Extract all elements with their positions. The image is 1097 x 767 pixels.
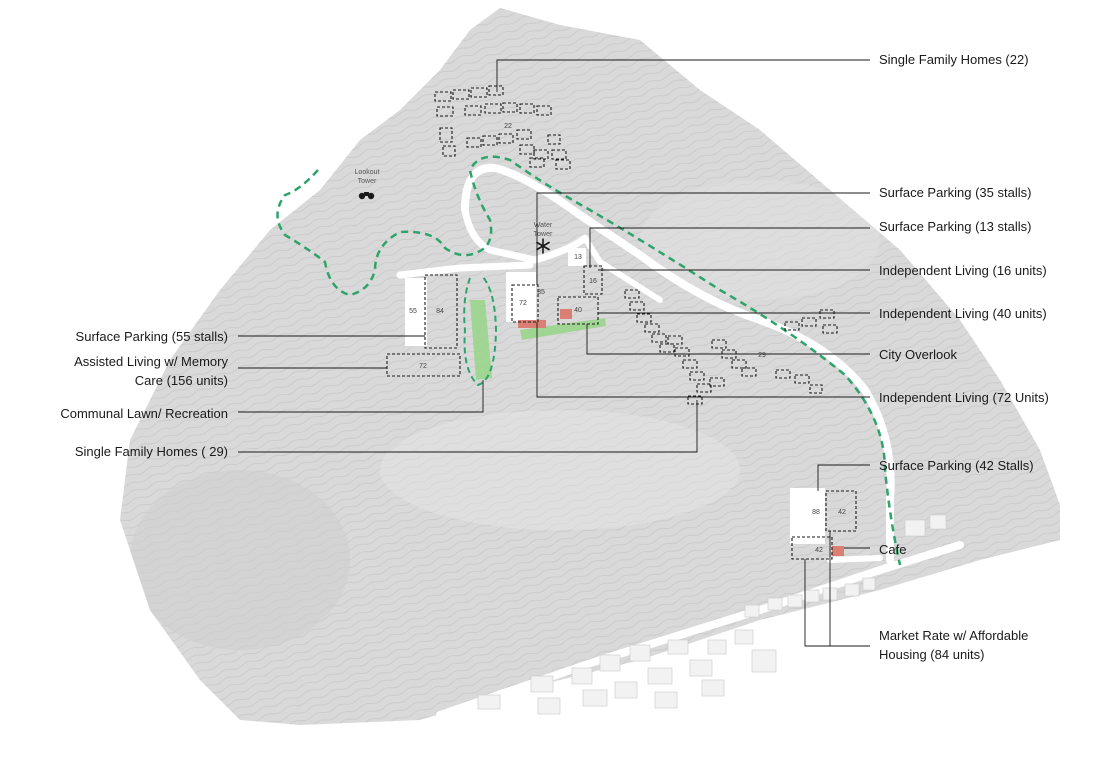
block-number: 40 xyxy=(574,307,582,314)
block-number: 72 xyxy=(519,300,527,307)
label-surface-parking-35: Surface Parking (35 stalls) xyxy=(879,185,1032,200)
asterisk-icon xyxy=(536,238,550,254)
block-number: 42 xyxy=(815,547,823,554)
block-number: 35 xyxy=(537,289,545,296)
label-independent-living-16: Independent Living (16 units) xyxy=(879,263,1047,278)
communal-lawn xyxy=(470,300,492,380)
block-number: 55 xyxy=(409,308,417,315)
block-number: 13 xyxy=(574,254,582,261)
lookout-tower-label-2: Tower xyxy=(358,178,377,185)
label-surface-parking-13: Surface Parking (13 stalls) xyxy=(879,219,1032,234)
label-surface-parking-42: Surface Parking (42 Stalls) xyxy=(879,458,1034,473)
water-tower-label-1: Water xyxy=(534,222,553,229)
label-market-rate-line2: Housing (84 units) xyxy=(879,647,985,662)
block-number: 88 xyxy=(812,509,820,516)
building-footprints xyxy=(386,85,857,560)
label-communal-lawn: Communal Lawn/ Recreation xyxy=(60,406,228,421)
label-single-family-29: Single Family Homes ( 29) xyxy=(74,444,228,459)
water-tower-label-2: Tower xyxy=(534,231,553,238)
label-assisted-living-line1: Assisted Living w/ Memory xyxy=(74,354,228,369)
label-market-rate-line1: Market Rate w/ Affordable xyxy=(879,628,1029,643)
label-city-overlook: City Overlook xyxy=(879,347,958,362)
block-number: 42 xyxy=(838,509,846,516)
label-assisted-living-line2: Care (156 units) xyxy=(134,373,228,388)
cafe-block xyxy=(832,546,844,556)
binoculars-icon xyxy=(358,192,375,200)
leader-lines xyxy=(238,59,870,647)
amenity-block-a xyxy=(518,320,546,328)
walking-trail xyxy=(276,155,902,566)
block-number: 84 xyxy=(436,308,444,315)
block-number: 22 xyxy=(504,123,512,130)
label-single-family-22: Single Family Homes (22) xyxy=(879,52,1029,67)
block-number: 72 xyxy=(419,363,427,370)
lookout-tower-label-1: Lookout xyxy=(355,169,380,176)
site-blocks xyxy=(405,248,825,544)
label-independent-living-72: Independent Living (72 Units) xyxy=(879,390,1049,405)
label-cafe: Cafe xyxy=(879,542,907,557)
label-surface-parking-55: Surface Parking (55 stalls) xyxy=(75,329,228,344)
block-number: 29 xyxy=(758,352,766,359)
amenity-block-b xyxy=(560,309,572,319)
lawn-outline xyxy=(463,275,498,387)
label-independent-living-40: Independent Living (40 units) xyxy=(879,306,1047,321)
block-number: 16 xyxy=(589,278,597,285)
